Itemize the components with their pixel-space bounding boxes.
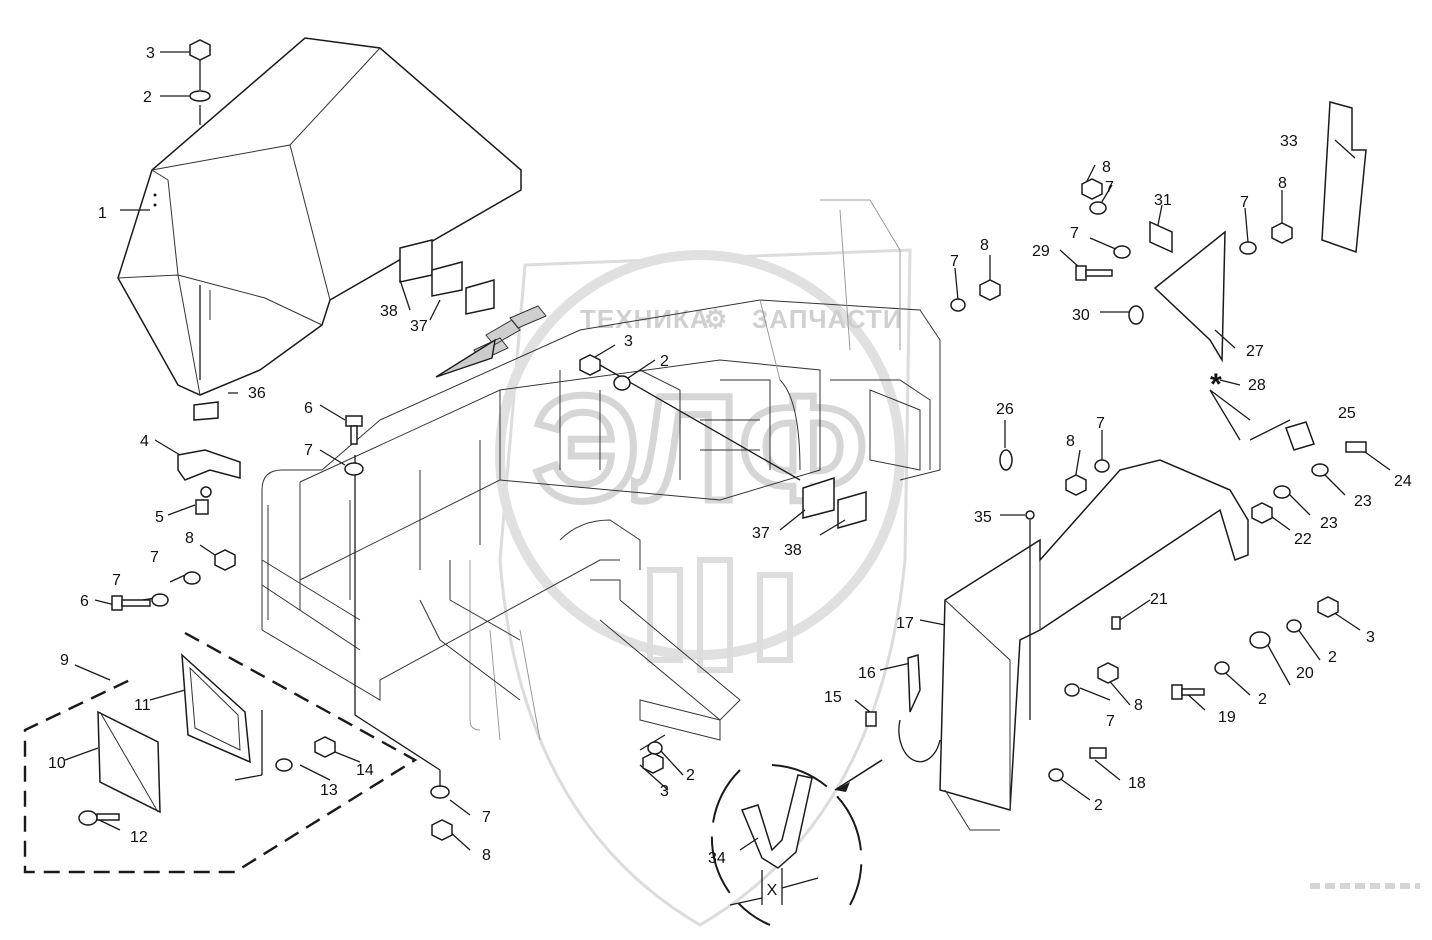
callout-11: 11 [134,697,151,714]
callout-21: 21 [1150,591,1168,608]
callout-25: 25 [1338,405,1356,422]
callout-7: 7 [112,572,121,589]
gear-icon: ⚙ [704,304,728,334]
callout-37: 37 [410,318,428,335]
callout-29: 29 [1032,243,1050,260]
callout-20: 20 [1296,665,1314,682]
callout-2: 2 [686,767,695,784]
callout-27: 27 [1246,343,1264,360]
fasteners [78,39,1367,841]
callout-3: 3 [146,45,155,62]
callout-5: 5 [155,509,164,526]
ring-26 [999,449,1013,471]
callout-14: 14 [356,762,374,779]
callout-12: 12 [130,829,148,846]
callout-13: 13 [320,782,338,799]
callout-1: 1 [98,205,107,222]
detail-view-x: X [710,719,941,926]
callout-7: 7 [1106,713,1115,730]
callout-7: 7 [1070,225,1079,242]
callout-6: 6 [304,400,313,417]
callout-2: 2 [1258,691,1267,708]
callout-7: 7 [304,442,313,459]
callout-7: 7 [1096,415,1105,432]
callout-31: 31 [1154,192,1172,209]
callout-22: 22 [1294,531,1312,548]
fender-17 [939,459,1249,831]
callout-37: 37 [752,525,770,542]
callout-28: 28 [1248,377,1266,394]
dashed-group-9 [23,631,418,874]
callout-15: 15 [824,689,842,706]
callout-9: 9 [60,652,69,669]
callout-7: 7 [1240,194,1249,211]
bracket-27 [1149,101,1367,363]
callout-8: 8 [1278,175,1287,192]
star-marker: * [1210,368,1222,401]
callout-34: 34 [708,850,726,867]
callout-17: 17 [896,615,914,632]
callout-8: 8 [980,237,989,254]
callout-7: 7 [950,253,959,270]
callout-19: 19 [1218,709,1236,726]
callout-3: 3 [624,333,633,350]
callout-36: 36 [248,385,266,402]
callout-23: 23 [1320,515,1338,532]
machine-frame [261,199,941,741]
callout-38: 38 [784,542,802,559]
bracket-4 [177,401,241,515]
callout-2: 2 [1094,797,1103,814]
callout-8: 8 [1102,159,1111,176]
callout-8: 8 [482,847,491,864]
callout-8: 8 [1066,433,1075,450]
callout-38: 38 [380,303,398,320]
callout-26: 26 [996,401,1014,418]
callout-labels: 3 2 1 36 4 5 6 7 8 7 7 6 9 11 10 12 13 1… [48,45,1412,867]
callout-2: 2 [1328,649,1337,666]
watermark-right-text: ЗАПЧАСТИ [752,304,903,334]
callout-23: 23 [1354,493,1372,510]
callout-3: 3 [660,783,669,800]
callout-30: 30 [1072,307,1090,324]
callout-10: 10 [48,755,66,772]
detail-label-x: X [767,882,778,899]
plates-group-upper [399,239,547,378]
callout-16: 16 [858,665,876,682]
callout-8: 8 [1134,697,1143,714]
callout-8: 8 [185,530,194,547]
leader-lines [64,51,1391,851]
hood-cover [117,37,522,396]
plate-25 [1285,421,1315,451]
callout-33: 33 [1280,133,1298,150]
plate-37-center [802,476,835,519]
callout-2: 2 [660,353,669,370]
callout-35: 35 [974,509,992,526]
callout-4: 4 [140,433,149,450]
callout-24: 24 [1394,473,1412,490]
callout-7: 7 [482,809,491,826]
callout-6: 6 [80,593,89,610]
watermark: ТЕХНИКА ЗАПЧАСТИ ⚙ ЭЛФ [495,248,912,927]
callout-3: 3 [1366,629,1375,646]
plate-38-center [837,491,867,529]
callout-18: 18 [1128,775,1146,792]
callout-7: 7 [1105,179,1114,196]
callout-2: 2 [143,89,152,106]
callout-7: 7 [150,549,159,566]
